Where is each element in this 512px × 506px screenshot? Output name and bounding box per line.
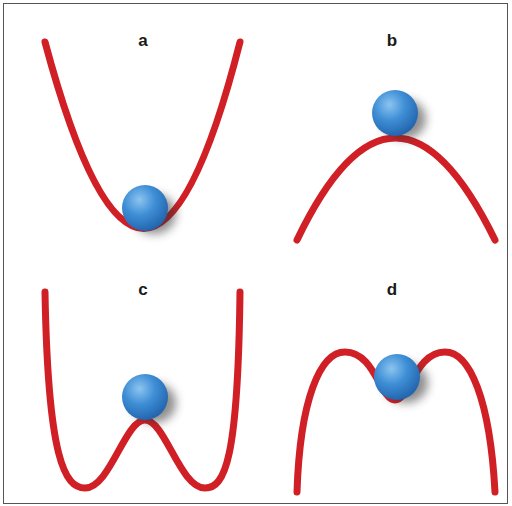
ball — [122, 374, 168, 420]
panel-label: b — [387, 32, 397, 49]
ball — [372, 90, 418, 136]
panel-label: d — [387, 281, 397, 298]
frame-border — [4, 4, 508, 504]
ball — [122, 185, 168, 231]
potential-hill-curve — [297, 138, 495, 240]
double-well-curve — [45, 292, 240, 488]
ball — [374, 354, 420, 400]
panel-label: c — [138, 281, 147, 298]
panel-label: a — [138, 32, 147, 49]
metastable-well-curve — [297, 352, 495, 492]
